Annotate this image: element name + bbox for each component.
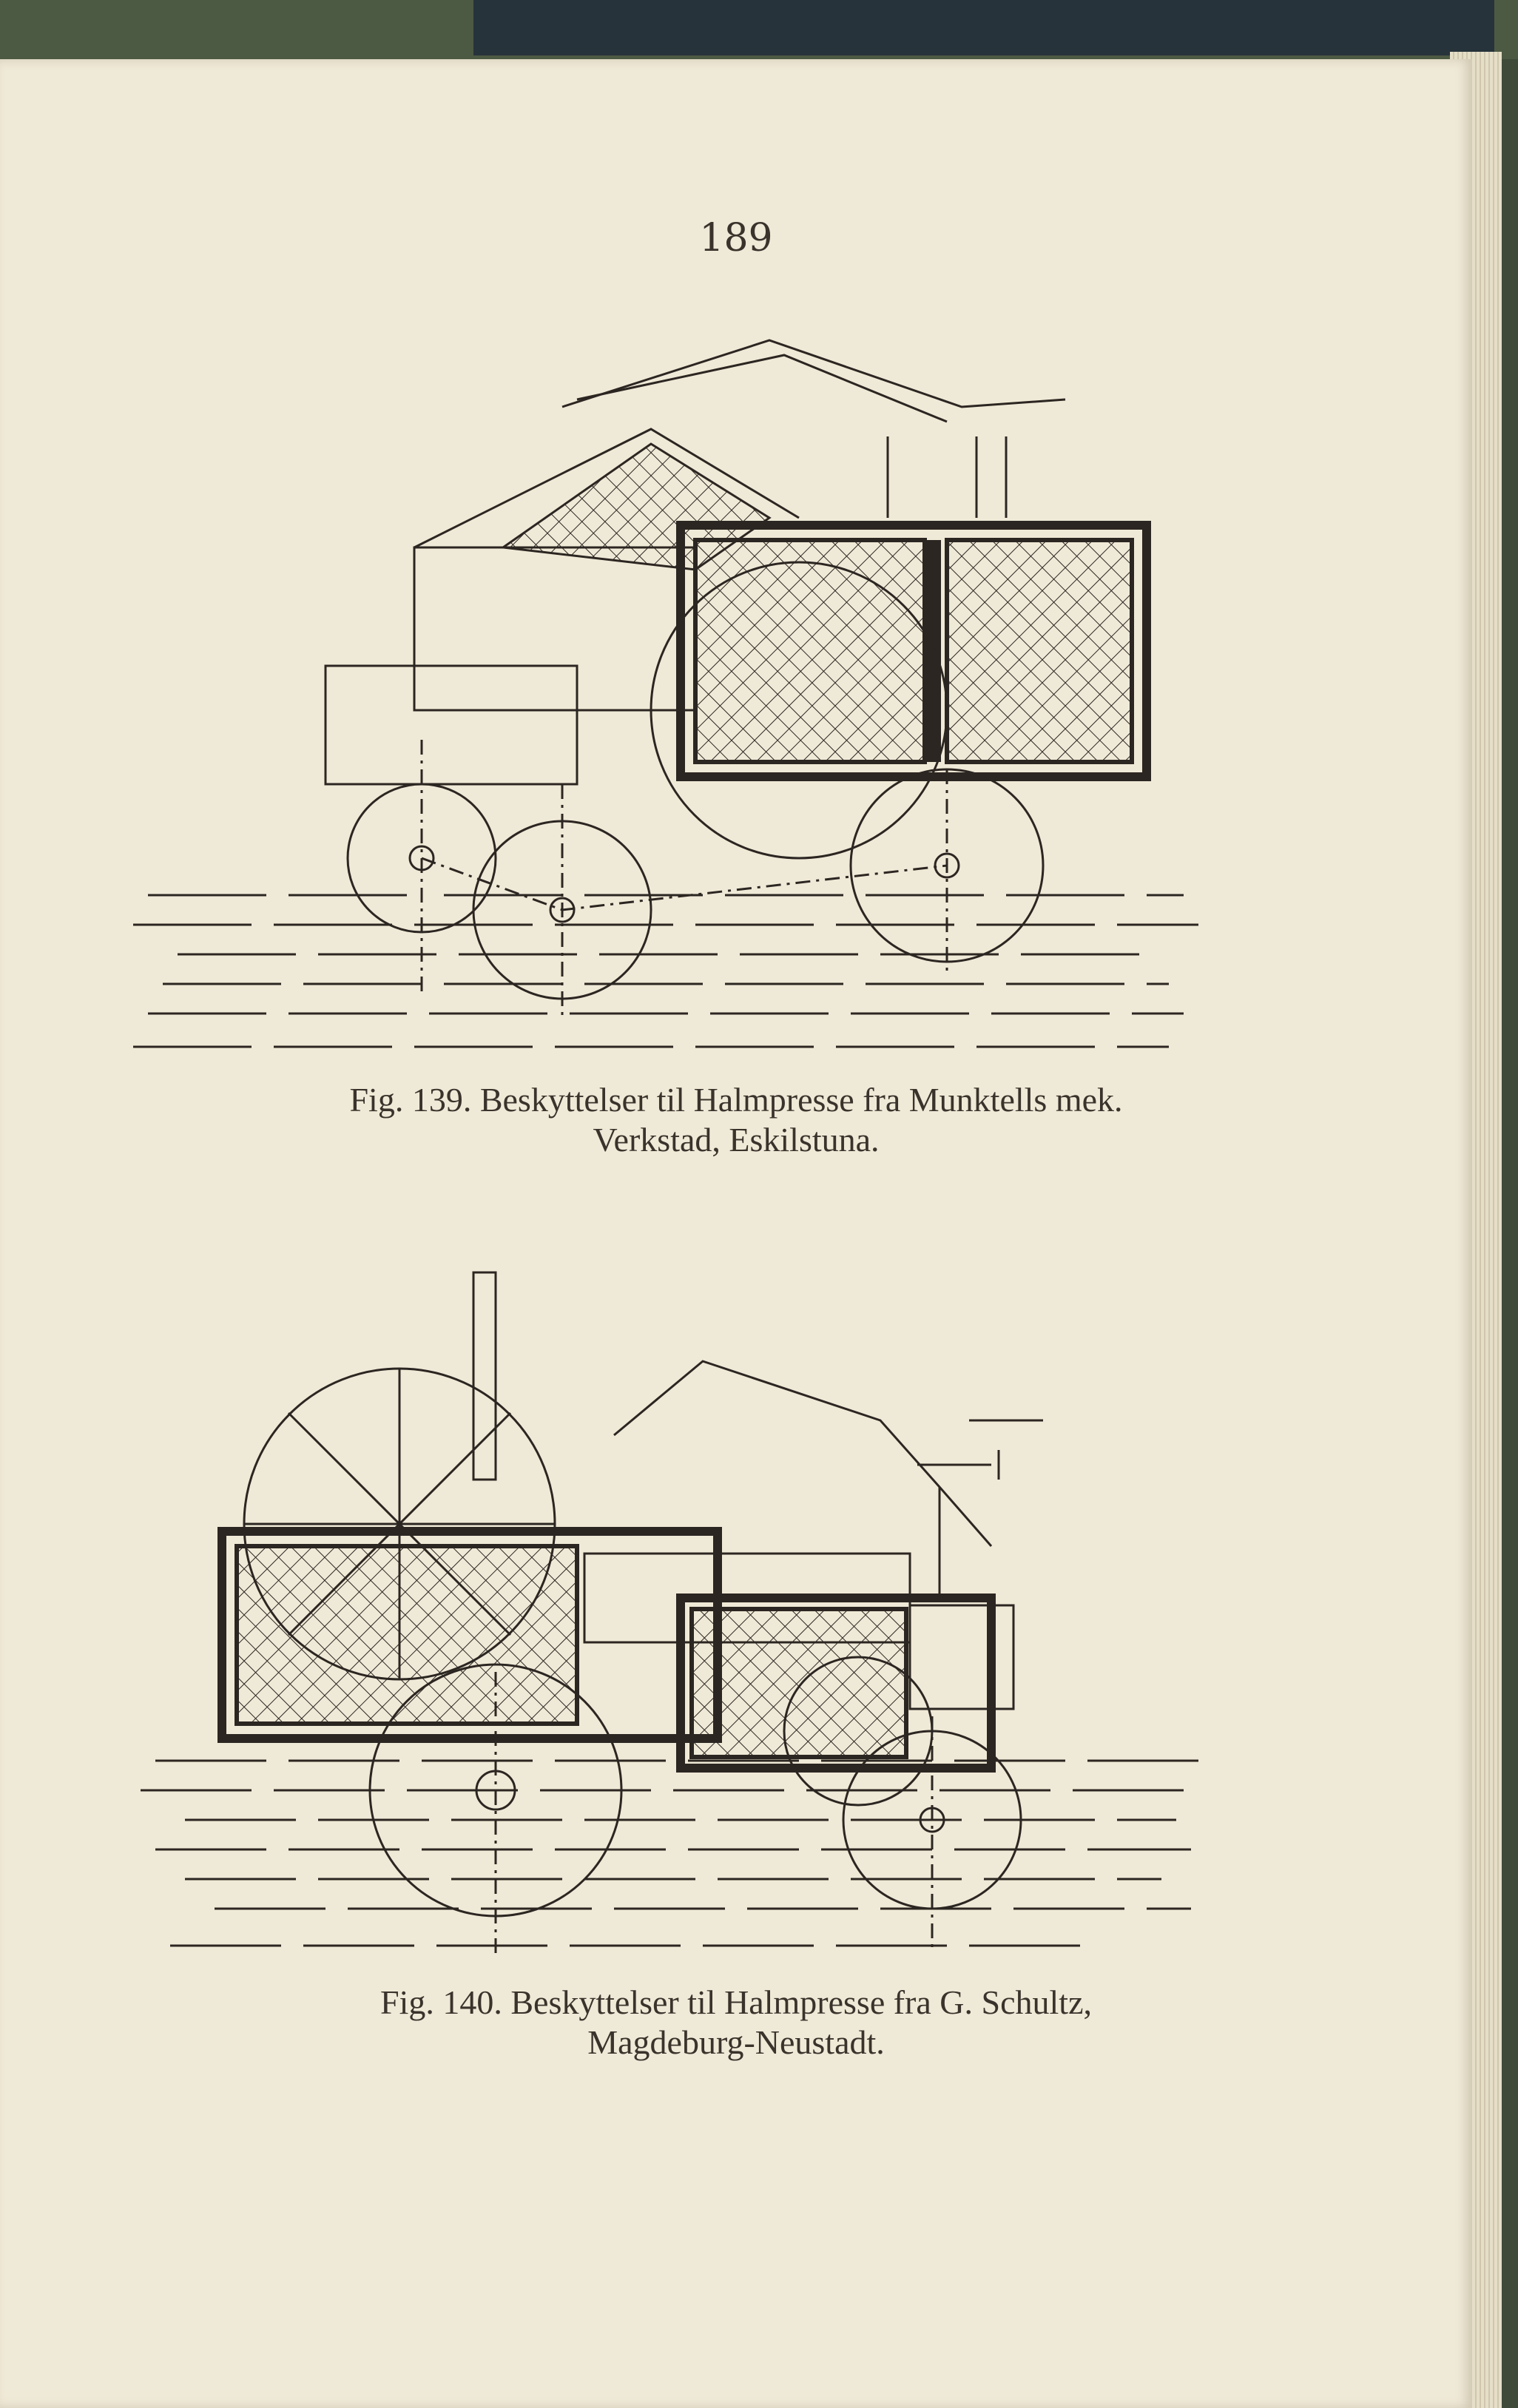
figure-140-caption: Fig. 140. Beskyttelser til Halmpresse fr… <box>0 1983 1472 2063</box>
figure-139-caption: Fig. 139. Beskyttelser til Halmpresse fr… <box>0 1080 1472 1160</box>
caption-line: Verkstad, Eskilstuna. <box>593 1121 880 1159</box>
book-page <box>0 59 1472 2408</box>
caption-line: Fig. 140. Beskyttelser til Halmpresse fr… <box>380 1983 1092 2021</box>
caption-line: Magdeburg-Neustadt. <box>587 2023 885 2061</box>
figure-139-illustration <box>133 339 1198 1048</box>
book-cover-band <box>473 0 1494 55</box>
figure-140-illustration <box>141 1271 1206 1953</box>
caption-line: Fig. 139. Beskyttelser til Halmpresse fr… <box>349 1081 1123 1119</box>
page-number: 189 <box>699 216 773 260</box>
